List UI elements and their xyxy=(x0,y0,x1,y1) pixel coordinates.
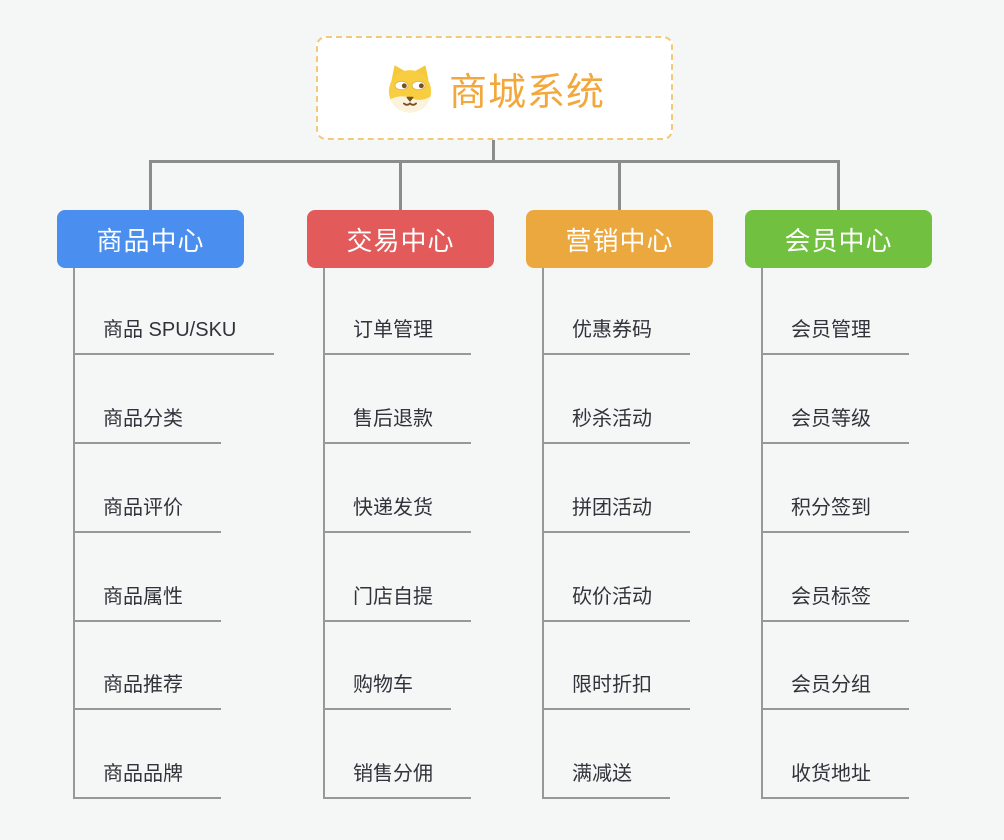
subtopic-order-management[interactable]: 订单管理 xyxy=(325,315,471,355)
connector-stub-marketing xyxy=(618,160,621,211)
subtopic-goods-attribute[interactable]: 商品属性 xyxy=(75,582,221,622)
subtopic-member-level[interactable]: 会员等级 xyxy=(763,404,909,444)
subtopic-store-pickup[interactable]: 门店自提 xyxy=(325,582,471,622)
root-node[interactable]: 商城系统 xyxy=(316,36,673,140)
subtopic-member-management[interactable]: 会员管理 xyxy=(763,315,909,355)
subtopic-group-buying[interactable]: 拼团活动 xyxy=(544,493,690,533)
dog-face-icon xyxy=(384,62,436,114)
branch-trade-items: 订单管理 售后退款 快递发货 门店自提 购物车 销售分佣 xyxy=(323,268,471,799)
subtopic-limited-time-discount[interactable]: 限时折扣 xyxy=(544,670,690,710)
branch-box-trade-center[interactable]: 交易中心 xyxy=(307,210,494,268)
branch-box-member-center[interactable]: 会员中心 xyxy=(745,210,932,268)
subtopic-spend-and-save[interactable]: 满减送 xyxy=(544,759,670,799)
connector-root-stem xyxy=(492,140,495,162)
branch-member-items: 会员管理 会员等级 积分签到 会员标签 会员分组 收货地址 xyxy=(761,268,909,799)
subtopic-goods-spu-sku[interactable]: 商品 SPU/SKU xyxy=(75,315,275,355)
subtopic-shopping-cart[interactable]: 购物车 xyxy=(325,670,451,710)
subtopic-bargain-activity[interactable]: 砍价活动 xyxy=(544,582,690,622)
subtopic-goods-review[interactable]: 商品评价 xyxy=(75,493,221,533)
subtopic-shipping-address[interactable]: 收货地址 xyxy=(763,759,909,799)
subtopic-express-delivery[interactable]: 快递发货 xyxy=(325,493,471,533)
subtopic-flash-sale[interactable]: 秒杀活动 xyxy=(544,404,690,444)
subtopic-sales-commission[interactable]: 销售分佣 xyxy=(325,759,471,799)
root-title: 商城系统 xyxy=(448,71,605,114)
subtopic-goods-recommend[interactable]: 商品推荐 xyxy=(75,670,221,710)
subtopic-member-group[interactable]: 会员分组 xyxy=(763,670,909,710)
subtopic-goods-brand[interactable]: 商品品牌 xyxy=(75,759,221,799)
subtopic-points-checkin[interactable]: 积分签到 xyxy=(763,493,909,533)
subtopic-goods-category[interactable]: 商品分类 xyxy=(75,404,221,444)
branch-box-goods-center[interactable]: 商品中心 xyxy=(57,210,244,268)
branch-goods-items: 商品 SPU/SKU 商品分类 商品评价 商品属性 商品推荐 商品品牌 xyxy=(73,268,275,799)
subtopic-aftersale-refund[interactable]: 售后退款 xyxy=(325,404,471,444)
connector-stub-member xyxy=(837,160,840,211)
branch-box-marketing-center[interactable]: 营销中心 xyxy=(526,210,713,268)
subtopic-coupon-code[interactable]: 优惠券码 xyxy=(544,315,690,355)
branch-marketing-items: 优惠券码 秒杀活动 拼团活动 砍价活动 限时折扣 满减送 xyxy=(542,268,690,799)
connector-horizontal-bar xyxy=(149,160,840,163)
connector-stub-goods xyxy=(149,160,152,211)
connector-stub-trade xyxy=(399,160,402,211)
subtopic-member-tag[interactable]: 会员标签 xyxy=(763,582,909,622)
